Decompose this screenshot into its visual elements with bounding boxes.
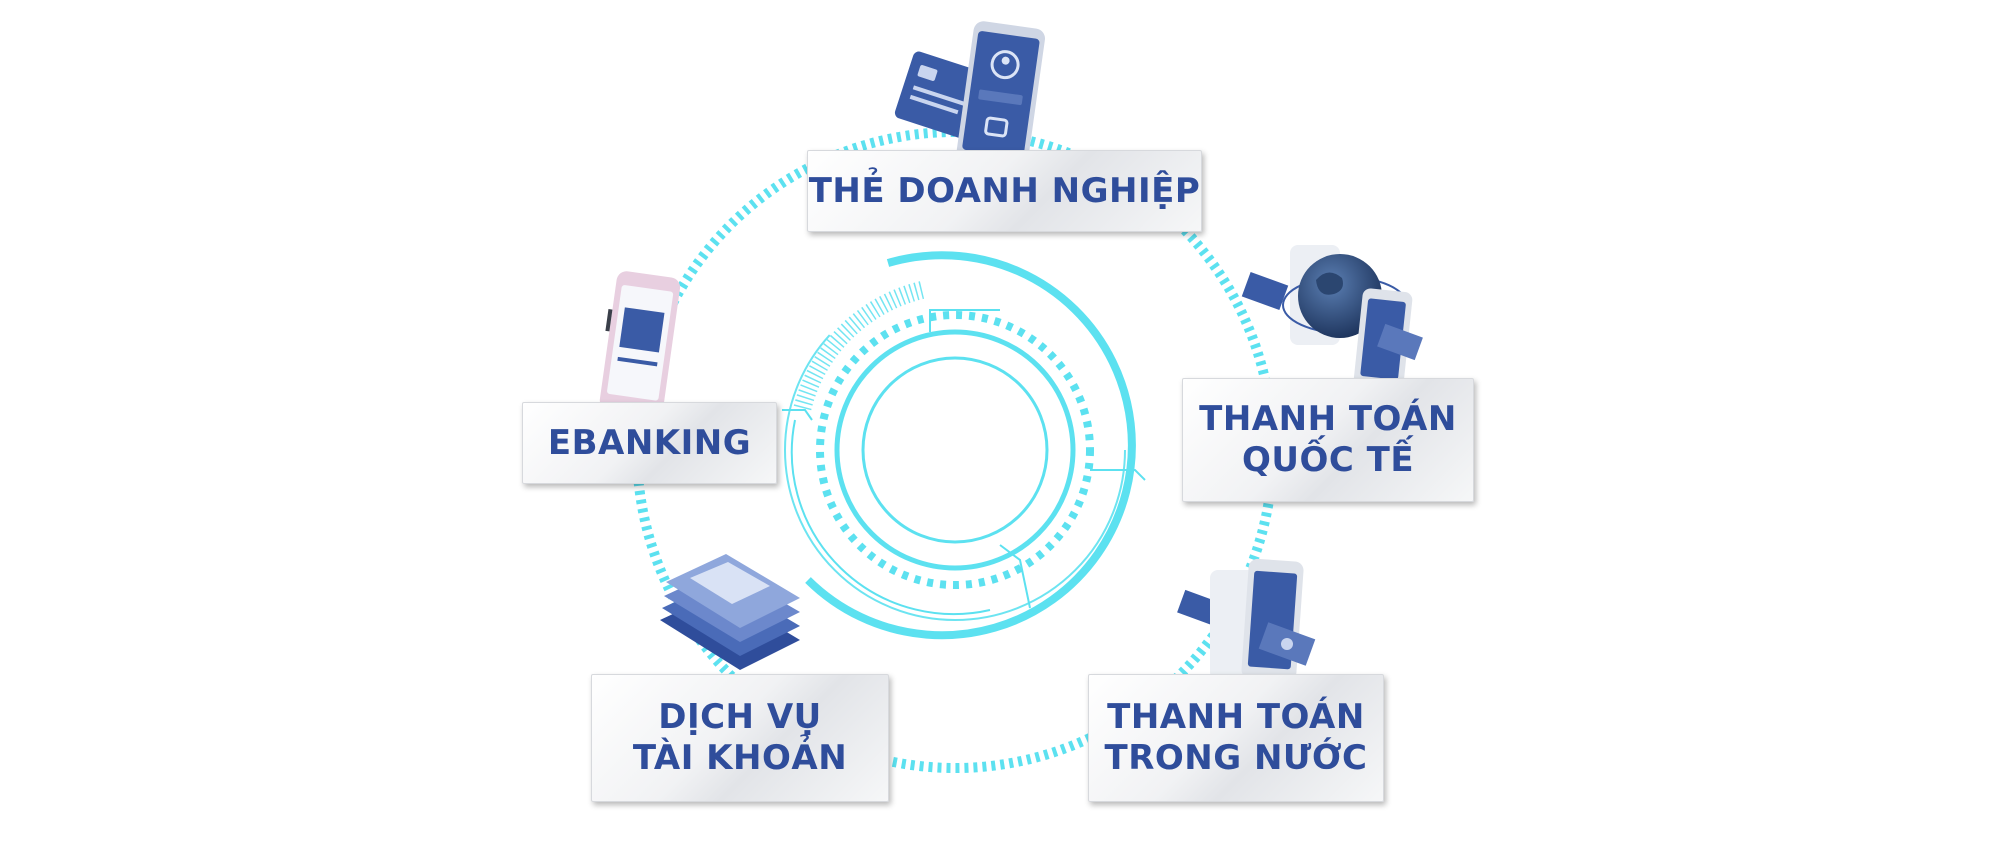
service-label-line: QUỐC TẾ	[1241, 440, 1415, 480]
ticks-arc	[793, 281, 925, 413]
service-label-line: TÀI KHOẢN	[632, 738, 848, 778]
globe-phone-icon	[1241, 245, 1423, 392]
service-dich-vu-tai-khoan: DỊCH VỤ TÀI KHOẢN	[591, 674, 889, 802]
circuit-line-2	[1090, 469, 1146, 481]
service-label-line: THANH TOÁN	[1199, 399, 1457, 440]
ring-solid-inner	[834, 329, 1076, 571]
service-label-line: EBANKING	[547, 422, 752, 463]
center-rings	[782, 251, 1146, 640]
tablet-layers-icon	[660, 554, 800, 670]
circuit-line-1	[929, 309, 1000, 332]
arc-lower-left	[790, 419, 991, 616]
service-the-doanh-nghiep: THẺ DOANH NGHIỆP	[807, 150, 1202, 232]
service-label-line: DỊCH VỤ	[658, 697, 822, 738]
service-label-line: TRONG NƯỚC	[1104, 738, 1368, 778]
card-phone-icon	[894, 21, 1046, 168]
service-ebanking: EBANKING	[522, 402, 777, 484]
ring-core	[861, 356, 1049, 544]
phone-money-icon	[1177, 558, 1316, 682]
service-label-line: THANH TOÁN	[1107, 697, 1365, 738]
arc-thin-middle	[784, 279, 1126, 621]
smartphone-icon	[599, 271, 681, 417]
arc-large-outer	[805, 251, 1136, 640]
circuit-line-4	[782, 409, 813, 421]
circuit-line-3	[999, 544, 1031, 609]
service-label-line: THẺ DOANH NGHIỆP	[808, 170, 1201, 211]
service-thanh-toan-trong-nuoc: THANH TOÁN TRONG NƯỚC	[1088, 674, 1384, 802]
ring-dotted-squares	[816, 311, 1094, 589]
service-thanh-toan-quoc-te: THANH TOÁN QUỐC TẾ	[1182, 378, 1474, 502]
